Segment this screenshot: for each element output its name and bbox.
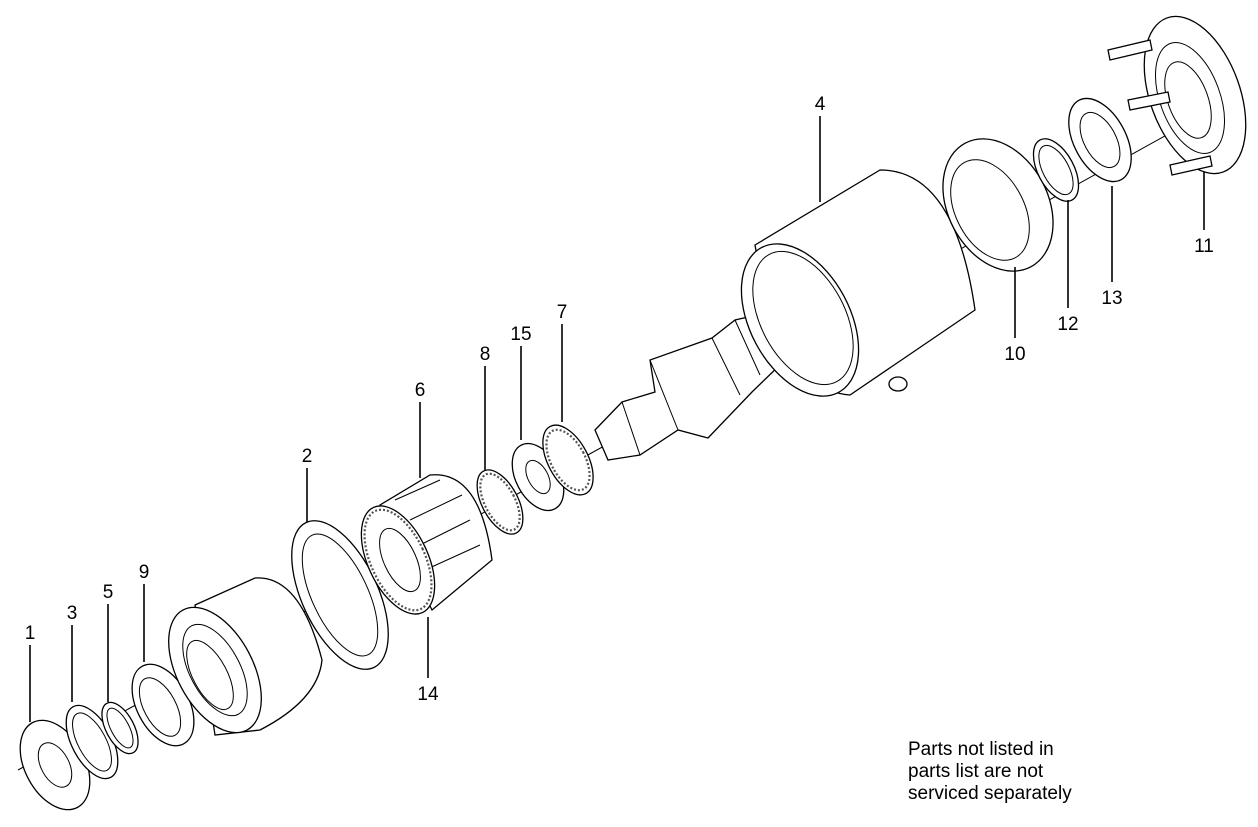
part-14-toothed-ring [360,505,436,615]
part-6-carrier [379,474,493,612]
callout-5: 5 [103,582,114,603]
service-note-line: serviced separately [908,783,1072,804]
callout-13: 13 [1101,288,1122,309]
service-note: Parts not listed in parts list are not s… [908,739,1148,805]
callout-6: 6 [415,380,426,401]
callout-8: 8 [480,344,491,365]
part-5-snap-ring [101,701,139,755]
callout-15: 15 [510,324,531,345]
callout-10: 10 [1004,344,1025,365]
callout-9: 9 [139,562,150,583]
service-note-line: Parts not listed in [908,739,1054,760]
part-4-drum [740,169,976,397]
callout-2: 2 [302,446,313,467]
callout-14: 14 [417,684,439,705]
part-11-hub-flange [1107,15,1247,176]
callout-1: 1 [25,623,36,644]
callout-4: 4 [815,94,826,115]
part-13-seal-ring [1068,97,1132,183]
part-7-toothed-washer [542,424,594,496]
leader-lines [29,116,1205,722]
service-note-line: parts list are not [908,761,1044,782]
part-12-small-ring [1032,138,1080,202]
hub-housing-front [168,577,323,736]
part-8-thrust-washer [476,469,524,535]
callout-11: 11 [1194,236,1214,257]
callout-3: 3 [67,603,78,624]
callout-12: 12 [1057,314,1078,335]
callout-7: 7 [557,302,568,323]
